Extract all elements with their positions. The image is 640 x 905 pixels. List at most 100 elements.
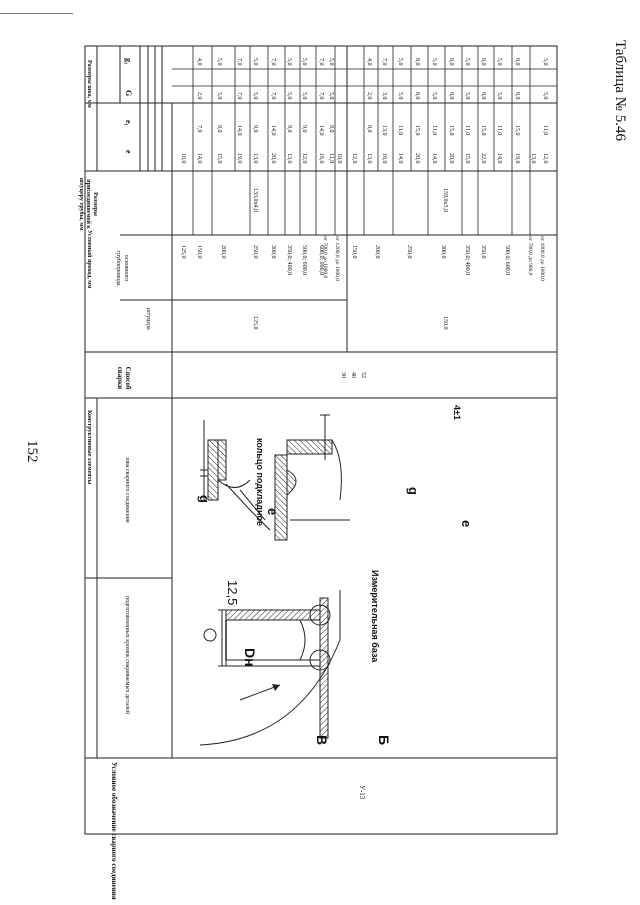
g2-r3-G: 3,0: [381, 92, 387, 100]
g1-r2-g1: 4,0: [196, 58, 202, 66]
g2-r4-G: 5,0: [397, 92, 403, 100]
header-weld-seam: шва сварного соединения: [124, 457, 130, 523]
g2-r7-e: 20,0: [448, 153, 454, 164]
g1-r10-e1: 9,0: [328, 125, 334, 133]
header-fitting: штуцера: [145, 308, 151, 330]
g2-r6-g1: 5,0: [431, 58, 437, 66]
g1-r3-e: 15,0: [216, 153, 222, 164]
method-52: 52: [360, 372, 366, 378]
g1-r9-e1: 14,0: [318, 125, 324, 136]
g2-r11-G: 8,0: [514, 92, 520, 100]
g2-r11-g1: 8,0: [514, 58, 520, 66]
g2-r4-e1: 11,0: [397, 125, 403, 136]
g1-r8-G: 5,0: [301, 92, 307, 100]
g1-r7-g1: 5,0: [286, 58, 292, 66]
g1-r2-G: 2,0: [196, 92, 202, 100]
header-structural-elements: Конструктивные элементы: [86, 410, 92, 485]
g2-r8-e1: 11,0: [464, 125, 470, 136]
g2-r7-e1: 15,0: [448, 125, 454, 136]
header-nominal-bore: Условный проход, мм: [86, 230, 92, 289]
g1-r3-e1: 9,0: [216, 125, 222, 133]
g2-r5-e: 20,0: [414, 153, 420, 164]
pipe-group-1: 133,0х4,0: [252, 188, 258, 212]
g2-r3-e: 18,0: [381, 153, 387, 164]
top-rule: [0, 13, 73, 14]
g2-r6-e1: 11,0: [431, 125, 437, 136]
header-col-e: e: [124, 150, 133, 154]
g2-r9-g1: 8,0: [480, 58, 486, 66]
g2-r11-e1: 15,0: [514, 125, 520, 136]
g1-r5-e1: 9,0: [252, 125, 258, 133]
g2-r4-e: 14,0: [397, 153, 403, 164]
g1-r10-main: от 700,0 до 1000,0: [322, 236, 328, 279]
g2-r8-G: 5,0: [464, 92, 470, 100]
g1-r4-G: 7,0: [236, 92, 242, 100]
pipe-group-2: 159,0х5,0: [442, 188, 448, 212]
g2-r11-e: 19,0: [514, 153, 520, 164]
label-section-b: Б: [376, 735, 392, 746]
g1-r5-main: 250,0: [252, 245, 258, 259]
g2-r8-g1: 5,0: [464, 58, 470, 66]
g1-r1-e: 10,0: [180, 153, 186, 164]
g1-r10-G: 5,0: [328, 92, 334, 100]
g2-r13-g1: 5,0: [542, 58, 548, 66]
label-g-bottom: g: [406, 487, 421, 495]
g1-r10-g1: 5,0: [328, 58, 334, 66]
g2-r2-G: 2,0: [366, 92, 372, 100]
g2-r10-G: 5,0: [496, 92, 502, 100]
g1-r6-G: 7,0: [270, 92, 276, 100]
label-measuring-base: Измерительная база: [370, 570, 380, 663]
g1-r3-G: 5,0: [216, 92, 222, 100]
g1-r2-e: 14,0: [196, 153, 202, 164]
g2-r4-g1: 5,0: [397, 58, 403, 66]
g1-r8-e: 12,0: [301, 153, 307, 164]
g2-r9-G: 8,0: [480, 92, 486, 100]
g1-r6-e1: 14,0: [270, 125, 276, 136]
g2-r10-e1: 11,0: [496, 125, 502, 136]
header-col-g1: g₁: [124, 58, 133, 65]
g1-r2-main: 150,0: [196, 245, 202, 259]
g2-r10-g1: 5,0: [496, 58, 502, 66]
prepared-edges-drawing: [199, 590, 341, 746]
g2-r2-g1: 4,0: [366, 58, 372, 66]
g1-r4-e: 19,0: [236, 153, 242, 164]
label-e-top: e: [265, 508, 280, 516]
header-col-G: G: [124, 90, 133, 97]
g1-r8-g1: 5,0: [301, 58, 307, 66]
g1-r8-main: 500,0; 600,0: [301, 245, 307, 276]
g1-r7-main: 350,0; 400,0: [286, 245, 292, 276]
label-dn: Dн: [242, 648, 258, 667]
g2-r6-G: 5,0: [431, 92, 437, 100]
g2-r13-e: 12,0: [542, 153, 548, 164]
g2-r6-e: 14,0: [431, 153, 437, 164]
fitting-group-2: 150,0: [442, 316, 448, 330]
g2-r1-e: 12,0: [351, 153, 357, 164]
g1-r6-main: 300,0: [270, 245, 276, 259]
g2-r8-e: 15,0: [464, 153, 470, 164]
g1-r4-g1: 7,0: [236, 58, 242, 66]
g2-r10-main: 500,0; 600,0: [504, 245, 510, 276]
g1-r2-e1: 7,0: [196, 125, 202, 133]
label-e-bottom: e: [459, 520, 474, 528]
g2-r12-e: 13,0: [530, 153, 536, 164]
g1-r9-g1: 7,0: [318, 58, 324, 66]
g2-r1-main: 150,0: [351, 245, 357, 259]
g2-r9-main: 350,0: [480, 245, 486, 259]
g1-r6-g1: 7,0: [270, 58, 276, 66]
g1-r9-G: 7,0: [318, 92, 324, 100]
weld-seam-drawing: [200, 414, 350, 541]
g1-r8-e1: 9,0: [301, 125, 307, 133]
g2-r2-e: 13,0: [366, 153, 372, 164]
header-col-e1: e₁: [124, 120, 133, 126]
g1-r11-e: 10,0: [336, 153, 342, 164]
g1-r1-main: 125,0: [180, 245, 186, 259]
g2-r2-main: 200,0: [374, 245, 380, 259]
g1-r10-e: 11,0: [328, 153, 334, 164]
g1-r4-e1: 14,0: [236, 125, 242, 136]
g2-r5-g1: 8,0: [414, 58, 420, 66]
g1-r7-G: 5,0: [286, 92, 292, 100]
header-prepared-edges: подготовленных кромок свариваемых детале…: [124, 596, 130, 714]
header-conditional: Условное обозначение сварного соединения: [110, 762, 118, 900]
g1-r5-G: 5,0: [252, 92, 258, 100]
